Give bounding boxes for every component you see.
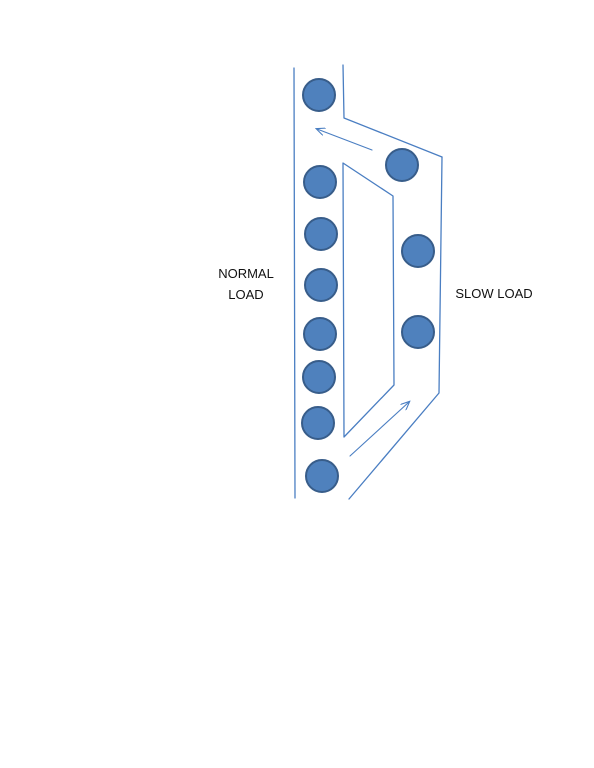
vehicle-normal-lane [305, 459, 339, 493]
vehicle-normal-lane [301, 406, 335, 440]
vehicle-slow-lane [401, 315, 435, 349]
vehicle-normal-lane [302, 360, 336, 394]
vehicle-normal-lane [302, 78, 336, 112]
vehicle-slow-lane [401, 234, 435, 268]
slow-lane-outer-wall [348, 156, 443, 500]
vehicle-normal-lane [303, 317, 337, 351]
normal-load-label-text: NORMAL LOAD [218, 266, 274, 302]
arrow-enter-slow-lane [349, 402, 409, 457]
arrow-exit-left [317, 129, 373, 151]
normal-load-label: NORMAL LOAD [208, 263, 284, 305]
slow-load-label-text: SLOW LOAD [455, 286, 533, 301]
vehicle-normal-lane [304, 268, 338, 302]
vehicle-normal-lane [304, 217, 338, 251]
vehicle-slow-lane [385, 148, 419, 182]
slow-load-label: SLOW LOAD [444, 283, 544, 304]
lane-divider-island [342, 162, 395, 438]
vehicle-normal-lane [303, 165, 337, 199]
main-lane-left-wall [293, 67, 296, 499]
main-lane-right-wall-top [342, 64, 443, 158]
